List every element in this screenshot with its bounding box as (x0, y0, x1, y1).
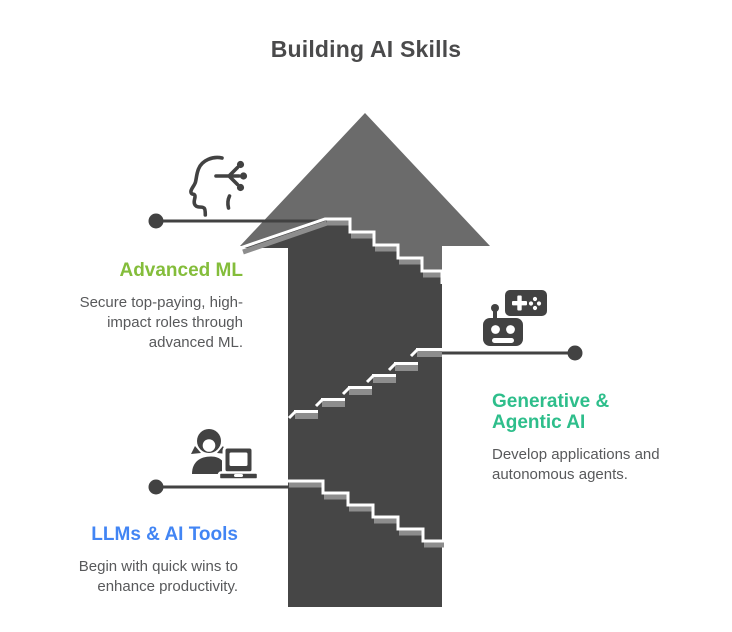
item-llms-ai-tools: LLMs & AI Tools Begin with quick wins to… (28, 524, 238, 597)
item-llms-heading: LLMs & AI Tools (91, 524, 238, 545)
item-generative-agentic-ai: Generative & Agentic AI Develop applicat… (492, 391, 692, 485)
staircase-column (240, 219, 442, 607)
item-llms-description: Begin with quick wins to enhance product… (78, 558, 238, 595)
connector-dot-advanced-ml (148, 213, 164, 229)
connector-dot-llms (148, 479, 164, 495)
staircase-bottom-flight-treads (289, 482, 444, 548)
item-generative-description: Develop applications and autonomous agen… (492, 446, 660, 483)
connector-dot-generative (567, 345, 583, 361)
staircase-top-flight-treads (242, 220, 442, 278)
staircase-bottom-flight-highlight (288, 479, 444, 543)
item-advanced-ml-description: Secure top-paying, high- impact roles th… (79, 294, 243, 351)
robot-controller-icon (483, 290, 547, 346)
staircase-top-flight-highlight (239, 217, 444, 284)
item-advanced-ml: Advanced ML Secure top-paying, high- imp… (43, 260, 243, 353)
item-advanced-ml-heading: Advanced ML (119, 260, 243, 281)
staircase-middle-flight (287, 347, 442, 420)
person-laptop-icon (191, 429, 260, 481)
ml-head-icon (189, 155, 248, 217)
item-generative-heading: Generative & Agentic AI (492, 391, 610, 433)
page-title: Building AI Skills (270, 36, 462, 62)
